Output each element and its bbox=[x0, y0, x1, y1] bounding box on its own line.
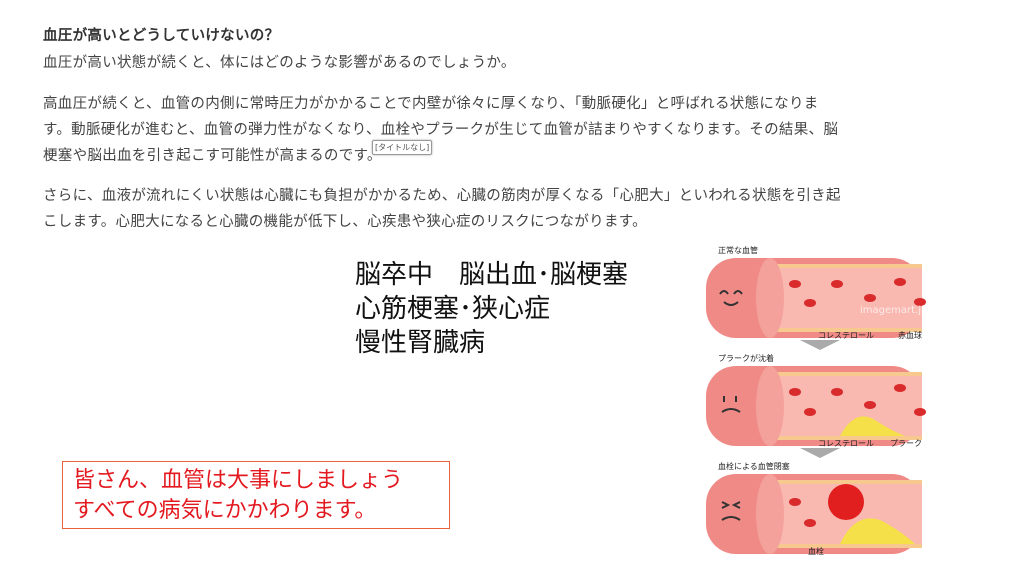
red-blood-cells bbox=[789, 278, 926, 527]
face-icons bbox=[719, 290, 743, 521]
disease-heart: 心筋梗塞･狭心症 bbox=[355, 294, 551, 324]
tooltip: [タイトルなし] bbox=[372, 140, 433, 155]
label-cholesterol: コレステロール bbox=[818, 331, 874, 340]
blood-vessel-illustration bbox=[706, 258, 926, 554]
paragraph-line: す。動脈硬化が進むと、血管の弾力性がなくなり、血栓やプラークが生じて血管が詰まり… bbox=[43, 122, 839, 138]
arrow-down-icon bbox=[800, 448, 840, 458]
label-thrombus: 血栓 bbox=[808, 547, 824, 556]
vessel-normal bbox=[706, 258, 922, 338]
watermark: imagemart.jp bbox=[860, 305, 928, 316]
paragraph-line: 梗塞や脳出血を引き起こす可能性が高まるのです。 bbox=[43, 148, 382, 164]
label-rbc: 赤血球 bbox=[898, 331, 922, 340]
label-plaque: プラーク bbox=[890, 439, 922, 448]
plaque bbox=[840, 416, 905, 436]
article-heading: 血圧が高いとどうしていけないの？ bbox=[43, 28, 280, 44]
paragraph-line: さらに、血液が流れにくい状態は心臓にも負担がかかるため、心臓の筋肉が厚くなる「心… bbox=[43, 188, 841, 204]
panel-title: 血栓による血管閉塞 bbox=[718, 462, 790, 471]
paragraph-line: 高血圧が続くと、血管の内側に常時圧力がかかることで内壁が徐々に厚くなり、「動脈硬… bbox=[43, 96, 819, 112]
disease-stroke: 脳卒中 脳出血･脳梗塞 bbox=[355, 260, 629, 290]
label-cholesterol: コレステロール bbox=[818, 439, 874, 448]
arrow-down-icon bbox=[800, 340, 840, 350]
article-intro: 血圧が高い状態が続くと、体にはどのような影響があるのでしょうか。 bbox=[43, 55, 516, 71]
panel-title: プラークが沈着 bbox=[718, 354, 774, 363]
message-line: すべての病気にかかわります。 bbox=[73, 498, 377, 523]
thrombus bbox=[828, 484, 864, 520]
message-line: 皆さん、血管は大事にしましょう bbox=[73, 468, 404, 493]
message-box: 皆さん、血管は大事にしましょう すべての病気にかかわります。 bbox=[62, 461, 450, 529]
panel-title: 正常な血管 bbox=[718, 246, 758, 255]
paragraph-line: こします。心肥大になると心臓の機能が低下し、心疾患や狭心症のリスクにつながります… bbox=[43, 214, 647, 230]
plaque-large bbox=[840, 518, 915, 544]
disease-kidney: 慢性腎臓病 bbox=[355, 328, 486, 358]
